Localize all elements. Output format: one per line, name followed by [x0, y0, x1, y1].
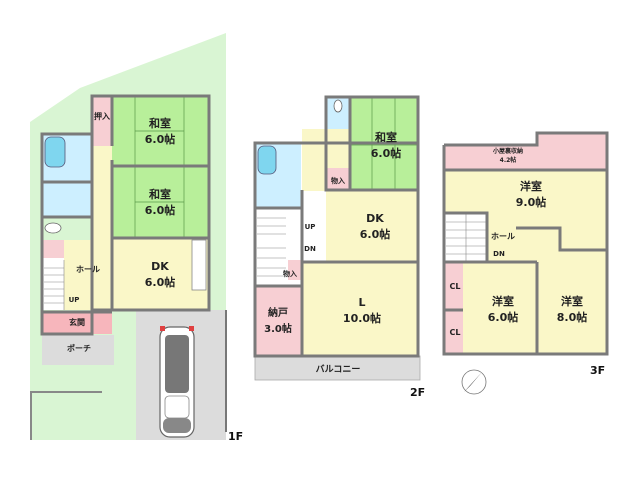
room-dk-2f-size: 6.0帖 [360, 227, 391, 241]
label-monoire-2: 物入 [283, 269, 297, 278]
room-l-size: 10.0帖 [343, 311, 381, 325]
label-oshiire: 押入 [94, 111, 110, 121]
label-up-2f: UP [305, 223, 316, 231]
kitchen-counter [191, 239, 207, 291]
room-youshitsu-8-name: 洋室 [561, 294, 583, 308]
label-hall-3f: ホール [491, 232, 515, 241]
label-porch: ポーチ [67, 343, 91, 353]
room-nando-size: 3.0帖 [264, 322, 292, 335]
bathtub-icon [257, 145, 277, 175]
toilet-icon [44, 222, 62, 234]
room-washitsu-2-size: 6.0帖 [145, 203, 176, 217]
room-youshitsu-6-name: 洋室 [492, 294, 514, 308]
toilet-icon [333, 99, 343, 113]
room-dk-2f-name: DK [366, 212, 384, 225]
stairs-1f [44, 260, 65, 310]
bathtub-icon [44, 136, 66, 168]
floor-tag-2f: 2F [410, 386, 425, 399]
room-dk-1f-size: 6.0帖 [145, 275, 176, 289]
room-washitsu-1-name: 和室 [149, 116, 171, 130]
stairs-2f [257, 217, 286, 277]
room-washitsu-2f-size: 6.0帖 [371, 146, 402, 160]
label-attic: 小屋裏収納 [492, 147, 523, 155]
floor-tag-1f: 1F [228, 430, 243, 443]
label-cl-1: CL [450, 282, 461, 291]
label-attic-size: 4.2帖 [500, 156, 517, 164]
label-hall-1f: ホール [76, 265, 100, 274]
room-washitsu-2f-name: 和室 [375, 130, 397, 144]
room-washitsu-1-size: 6.0帖 [145, 132, 176, 146]
car-icon [159, 326, 195, 438]
label-cl-2: CL [450, 328, 461, 337]
floor-2f: 和室 6.0帖 物入 DK 6.0帖 UP DN 物入 納戸 3.0帖 L 10… [253, 95, 425, 399]
room-washitsu-2-name: 和室 [149, 187, 171, 201]
room-nando-name: 納戸 [268, 306, 288, 319]
label-dn-3f: DN [493, 250, 505, 258]
label-up-1f: UP [69, 296, 80, 304]
label-monoire-1: 物入 [331, 176, 345, 185]
label-balcony: バルコニー [316, 364, 361, 375]
compass-icon [461, 369, 487, 395]
stairs-3f [446, 213, 486, 261]
room-youshitsu-8-size: 8.0帖 [557, 310, 588, 324]
room-l-name: L [358, 296, 365, 309]
room-youshitsu-6-size: 6.0帖 [488, 310, 519, 324]
floor-tag-3f: 3F [590, 364, 605, 377]
label-dn-2f: DN [304, 245, 316, 253]
floor-1f: 押入 和室 6.0帖 和室 6.0帖 DK 6.0帖 ホール UP 玄関 ポーチ… [30, 33, 243, 443]
room-dk-1f-name: DK [151, 260, 169, 273]
room-youshitsu-9-name: 洋室 [520, 179, 542, 193]
room-youshitsu-9-size: 9.0帖 [516, 195, 547, 209]
porch [42, 335, 114, 365]
floor-3f: 小屋裏収納 4.2帖 洋室 9.0帖 ホール DN CL CL 洋室 6.0帖 … [442, 131, 609, 395]
label-genkan: 玄関 [69, 317, 85, 327]
